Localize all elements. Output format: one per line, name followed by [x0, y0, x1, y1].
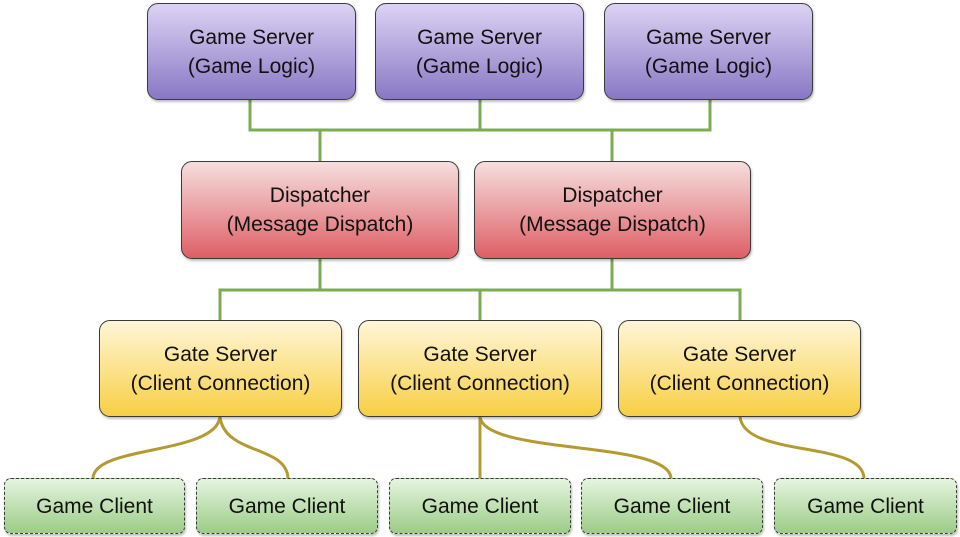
gate-server-subtitle: (Client Connection): [649, 371, 830, 395]
game-client-5: Game Client: [774, 478, 957, 534]
dispatcher-title: Dispatcher: [562, 184, 663, 207]
connector-client-1: [91, 416, 222, 479]
game-client-label: Game Client: [228, 494, 346, 518]
game-client-label: Game Client: [36, 494, 153, 518]
game-client-label: Game Client: [421, 494, 539, 518]
game-server-subtitle: (Game Logic): [644, 54, 773, 78]
game-client-label: Game Client: [807, 494, 924, 518]
game-server-title: Game Server: [646, 25, 771, 49]
dispatcher-subtitle: (Message Dispatch): [226, 213, 414, 236]
gate-server-title: Gate Server: [682, 342, 797, 366]
game-server-1: Game Server (Game Logic): [147, 3, 356, 100]
game-server-3: Game Server (Game Logic): [604, 3, 813, 100]
gate-server-2: Gate Server (Client Connection): [358, 320, 602, 417]
gate-server-title: Gate Server: [423, 342, 537, 366]
dispatcher-subtitle: (Message Dispatch): [519, 213, 706, 236]
dispatcher-2: Dispatcher (Message Dispatch): [474, 161, 751, 259]
gate-server-subtitle: (Client Connection): [390, 371, 570, 395]
dispatcher-title: Dispatcher: [269, 184, 371, 207]
game-server-title: Game Server: [189, 25, 314, 49]
game-client-4: Game Client: [581, 478, 763, 534]
gate-server-3: Gate Server (Client Connection): [618, 320, 861, 417]
game-server-subtitle: (Game Logic): [187, 54, 316, 78]
connector-client-5: [738, 416, 866, 479]
gate-server-1: Gate Server (Client Connection): [99, 320, 342, 417]
connector-client-4: [478, 416, 673, 479]
game-client-3: Game Client: [389, 478, 571, 534]
game-client-1: Game Client: [4, 478, 185, 534]
gate-server-subtitle: (Client Connection): [130, 371, 311, 395]
game-server-title: Game Server: [417, 25, 542, 49]
connector-client-2: [218, 416, 290, 479]
game-server-subtitle: (Game Logic): [415, 54, 544, 78]
game-client-label: Game Client: [613, 494, 731, 518]
game-server-2: Game Server (Game Logic): [375, 3, 584, 100]
dispatcher-1: Dispatcher (Message Dispatch): [181, 161, 459, 259]
game-client-2: Game Client: [196, 478, 378, 534]
gate-server-title: Gate Server: [163, 342, 278, 366]
